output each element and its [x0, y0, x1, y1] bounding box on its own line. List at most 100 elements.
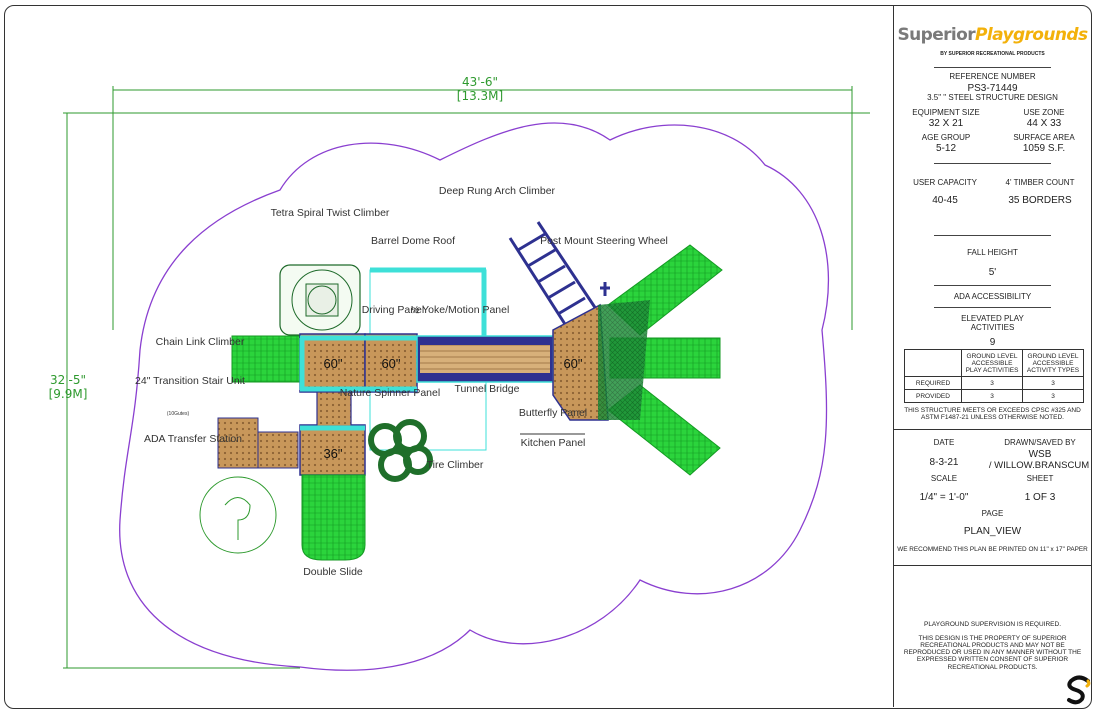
deck-60-c	[552, 303, 609, 421]
label-post-mount: Post Mount Steering Wheel	[540, 235, 668, 247]
date-label: DATE	[933, 438, 955, 447]
age-group: 5-12	[935, 143, 956, 154]
table-header-cell	[904, 349, 962, 377]
playground-plan: 43'-6" [13.3M] 32'-5" [9.9M]	[49, 75, 870, 671]
label-driving-panel: Driving Panel	[362, 304, 424, 316]
section-divider	[894, 429, 1091, 430]
deck-36	[299, 424, 366, 476]
divider	[934, 285, 1051, 286]
reference-number: PS3-71449	[967, 83, 1018, 94]
label-yoke-motion: ½ Yoke/Motion Panel	[411, 304, 510, 316]
label-nature-spinner: Nature Spinner Panel	[340, 387, 440, 399]
use-zone-label: USE ZONE	[1023, 108, 1065, 117]
label-double-slide: Double Slide	[303, 566, 363, 578]
deck-height-4: 36"	[323, 446, 342, 461]
divider	[934, 307, 1051, 308]
deck-height-2: 60"	[381, 356, 400, 371]
deep-rung-arch-climber	[508, 221, 600, 333]
height-dimension	[63, 112, 870, 669]
dim-width-metric: [13.3M]	[457, 89, 503, 103]
sheet-label: SHEET	[1026, 474, 1054, 483]
label-ada-transfer: ADA Transfer Station	[144, 433, 242, 445]
label-deep-rung: Deep Rung Arch Climber	[439, 185, 556, 197]
ada-label: ADA ACCESSIBILITY	[953, 292, 1032, 301]
divider	[934, 163, 1051, 164]
structure-design: 3.5" " STEEL STRUCTURE DESIGN	[927, 93, 1058, 102]
table-cell: 3	[961, 376, 1023, 390]
drawn-by-name: / WILLOW.BRANSCUM	[988, 460, 1090, 471]
label-transition: 24" Transition Stair Unit	[135, 375, 245, 387]
tube-slides	[598, 244, 723, 476]
table-cell: PROVIDED	[904, 389, 962, 403]
label-barrel-dome: Barrel Dome Roof	[371, 235, 455, 247]
drawn-by: WSB	[1028, 449, 1052, 460]
table-row: PROVIDED 3 3	[904, 389, 1084, 403]
ada-table: GROUND LEVEL ACCESSIBLE PLAY ACTIVITIES …	[904, 349, 1084, 403]
equipment-size: 32 X 21	[928, 118, 964, 129]
table-header-cell: GROUND LEVEL ACCESSIBLE ACTIVITY TYPES	[1022, 349, 1084, 377]
table-cell: 3	[1022, 389, 1084, 403]
timber-count: 35 BORDERS	[1008, 195, 1072, 206]
supervision-note: PLAYGROUND SUPERVISION IS REQUIRED.	[923, 621, 1061, 628]
section-divider	[894, 565, 1091, 566]
print-note: WE RECOMMEND THIS PLAN BE PRINTED ON 11"…	[897, 546, 1088, 553]
equipment-size-label: EQUIPMENT SIZE	[912, 108, 980, 117]
use-zone-value: 44 X 33	[1026, 118, 1062, 129]
drawn-label: DRAWN/SAVED BY	[1004, 438, 1076, 447]
timber-label: 4' TIMBER COUNT	[1005, 178, 1075, 187]
page-label: PAGE	[981, 509, 1004, 518]
tetra-spiral-climber	[279, 264, 361, 336]
label-butterfly: Butterfly Panel	[519, 407, 587, 419]
elevated-count: 9	[989, 337, 996, 348]
divider	[934, 235, 1051, 236]
label-tire-climber: Tire Climber	[427, 459, 484, 471]
label-kitchen: Kitchen Panel	[521, 437, 586, 449]
scale-value: 1/4" = 1'-0"	[919, 492, 969, 503]
deck-height-3: 60"	[563, 356, 582, 371]
property-note: THIS DESIGN IS THE PROPERTY OF SUPERIOR …	[903, 635, 1082, 671]
ada-symbol	[224, 497, 251, 540]
logo-tagline: BY SUPERIOR RECREATIONAL PRODUCTS	[940, 51, 1045, 57]
user-capacity-label: USER CAPACITY	[913, 178, 977, 187]
double-slide	[301, 474, 366, 561]
deck-height-1: 60"	[323, 356, 342, 371]
company-stamp-icon	[1067, 675, 1091, 705]
use-zone-outline	[119, 122, 830, 671]
surface-area: 1059 S.F.	[1022, 143, 1066, 154]
user-capacity: 40-45	[932, 195, 958, 206]
sheet-value: 1 OF 3	[1024, 492, 1056, 503]
label-chain-link: Chain Link Climber	[156, 336, 245, 348]
age-group-label: AGE GROUP	[921, 133, 971, 142]
deck-rails	[299, 267, 487, 431]
divider	[934, 67, 1051, 68]
ada-spinner-circle	[199, 476, 277, 554]
tire-climber	[368, 419, 433, 482]
table-row: REQUIRED 3 3	[904, 376, 1084, 390]
label-tunnel-bridge: Tunnel Bridge	[455, 383, 520, 395]
deck-60-b	[364, 333, 418, 393]
elevated-label: ELEVATED PLAY ACTIVITIES	[961, 314, 1024, 332]
table-cell: 3	[1022, 376, 1084, 390]
ada-transfer-station	[217, 417, 299, 469]
label-tetra-spiral: Tetra Spiral Twist Climber	[271, 207, 390, 219]
company-logo: SuperiorPlaygrounds	[897, 25, 1089, 45]
page-value: PLAN_VIEW	[963, 526, 1022, 537]
scale-label: SCALE	[930, 474, 958, 483]
dim-height-metric: [9.9M]	[49, 387, 88, 401]
title-block: SuperiorPlaygrounds BY SUPERIOR RECREATI…	[893, 5, 1091, 707]
label-transition-note: (10Gutes)	[167, 411, 190, 417]
table-cell: 3	[961, 389, 1023, 403]
width-dimension	[112, 86, 853, 330]
table-header-cell: GROUND LEVEL ACCESSIBLE PLAY ACTIVITIES	[961, 349, 1023, 377]
reference-label: REFERENCE NUMBER	[949, 72, 1036, 81]
dim-width-label: 43'-6"	[462, 75, 498, 89]
surface-area-label: SURFACE AREA	[1013, 133, 1075, 142]
date-value: 8-3-21	[929, 457, 959, 468]
fall-height-label: FALL HEIGHT	[967, 248, 1018, 257]
dim-height-label: 32'-5"	[50, 373, 86, 387]
fall-height: 5'	[988, 267, 997, 278]
compliance-note: THIS STRUCTURE MEETS OR EXCEEDS CPSC #32…	[904, 407, 1081, 422]
table-cell: REQUIRED	[904, 376, 962, 390]
steering-wheel-post	[600, 282, 610, 296]
tunnel-bridge	[416, 335, 554, 383]
